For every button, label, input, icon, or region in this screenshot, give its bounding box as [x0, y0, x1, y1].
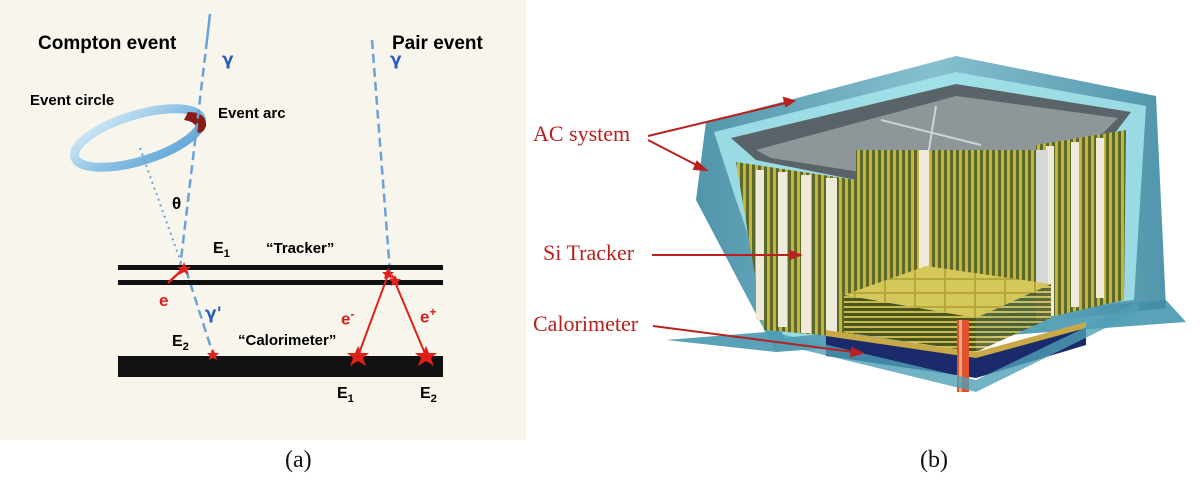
calorimeter-block: [118, 356, 443, 377]
hit-marker-pair-2: [389, 275, 401, 286]
calorimeter-label-a: “Calorimeter”: [238, 332, 337, 349]
gamma-label-pair: γ: [390, 50, 402, 70]
pair-gamma-line: [370, 39, 392, 273]
e-plus-label: e+: [420, 305, 437, 327]
caption-a: (a): [285, 447, 312, 473]
theta-label: θ: [172, 194, 182, 213]
tracker-plane-bottom: [118, 280, 443, 285]
hit-marker-pair-1: [382, 268, 394, 279]
left-tracker-tower: [736, 162, 856, 338]
electron-pair-track: [357, 274, 389, 357]
pair-event-title: Pair event: [392, 33, 483, 54]
compton-gamma-line: [178, 39, 209, 269]
e1-compton-label: E1: [213, 240, 230, 261]
calorimeter-label-b: Calorimeter: [533, 311, 639, 336]
event-diagram-svg: [70, 13, 443, 377]
tracker-plane-top: [118, 265, 443, 270]
positron-pair-track: [391, 274, 427, 357]
caption-b: (b): [920, 447, 948, 473]
e2-pair-label: E2: [420, 385, 437, 406]
e-minus-label: e-: [341, 307, 355, 329]
ac-pointer-line-1: [647, 100, 795, 137]
event-circle-ring: [70, 104, 206, 172]
electron-label: e: [159, 291, 169, 310]
e2-compton-label: E2: [172, 333, 189, 354]
tracker-top-grid: [844, 266, 1051, 318]
hit-markers: [177, 262, 437, 366]
tracker-label: “Tracker”: [266, 240, 335, 257]
panel-a-event-diagram: Compton event Pair event γ γ Event circl…: [0, 0, 526, 440]
panel-b-detector-render: AC system Si Tracker Calorimeter: [526, 0, 1200, 440]
event-circle-label: Event circle: [30, 92, 115, 109]
detector-render-svg: [647, 56, 1186, 392]
star-e1-pair: [347, 346, 369, 366]
event-arc-label: Event arc: [218, 105, 286, 122]
gamma-prime-label: γ': [205, 304, 222, 324]
star-e2-pair: [415, 346, 437, 366]
e1-pair-label: E1: [337, 385, 354, 406]
hit-marker-compton: [177, 262, 191, 275]
compton-event-title: Compton event: [38, 33, 177, 54]
calorimeter-pointer-line: [652, 325, 862, 354]
gamma-label-compton: γ: [222, 50, 234, 70]
si-tracker-label: Si Tracker: [543, 240, 635, 265]
ac-system-label: AC system: [533, 121, 631, 146]
hit-marker-gamma-prime: [207, 349, 219, 360]
event-arc-mark: [184, 112, 207, 133]
tracker-layer-stack: [844, 295, 976, 352]
